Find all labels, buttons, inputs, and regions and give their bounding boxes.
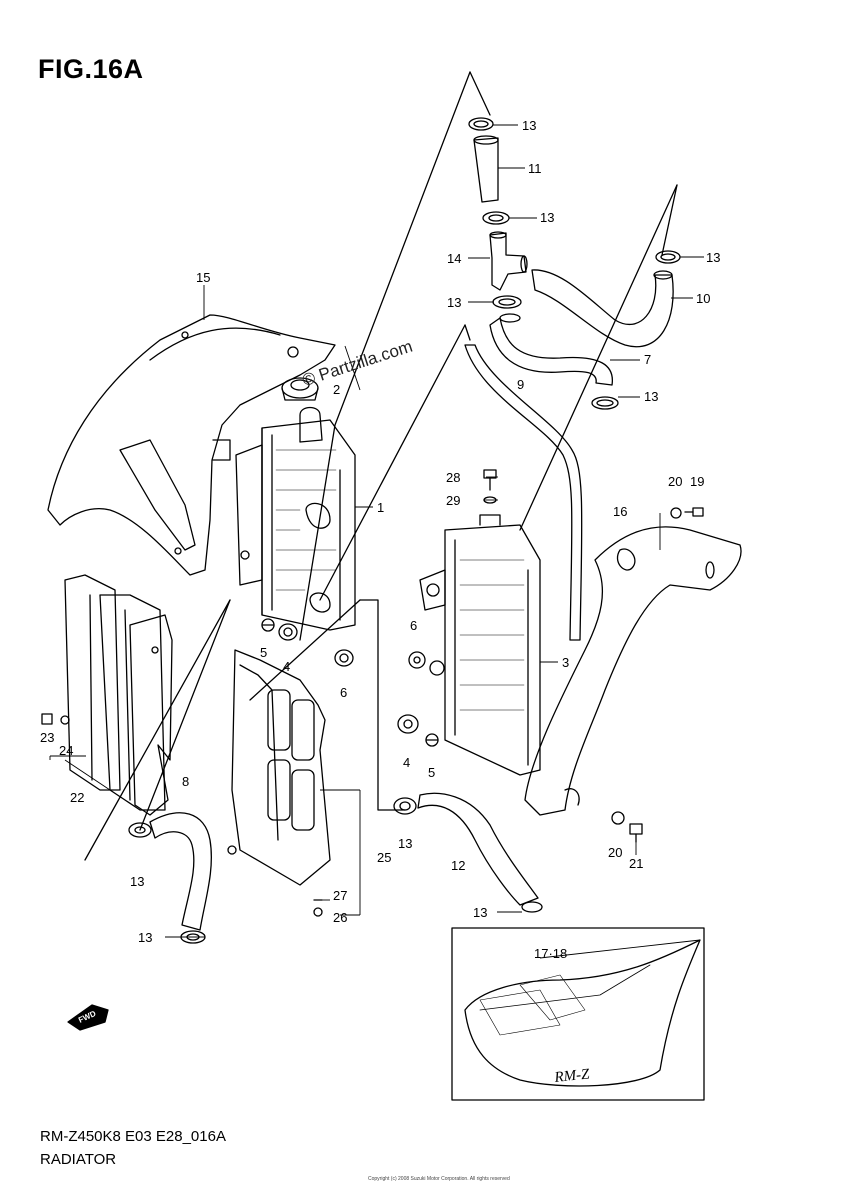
bolt-5-right	[425, 733, 439, 747]
bolt-19	[684, 507, 704, 517]
callout-13: 13	[522, 118, 536, 133]
callout-19: 19	[690, 474, 704, 489]
lower-left-hose	[149, 812, 213, 931]
decal-inset-box	[451, 927, 705, 1101]
callout-9: 9	[517, 377, 524, 392]
callout-8: 8	[182, 774, 189, 789]
callout-3: 3	[562, 655, 569, 670]
figure-title: FIG.16A	[38, 54, 144, 84]
left-radiator-1	[235, 406, 356, 631]
callout-4: 4	[403, 755, 410, 770]
hose-clamp-right	[655, 250, 681, 264]
callout-5: 5	[428, 765, 435, 780]
washer-20-bottom	[611, 811, 625, 825]
callout-1: 1	[377, 500, 384, 515]
callout-11: 11	[528, 161, 542, 176]
section-name: RADIATOR	[40, 1151, 117, 1168]
hose-clamp-upper-mid	[482, 211, 510, 225]
bolt-5-left	[261, 618, 275, 632]
callout-24: 24	[59, 743, 73, 758]
hose-clamp-12-bottom	[521, 901, 543, 913]
callout-15: 15	[196, 270, 210, 285]
hose-clamp-12-top	[393, 797, 417, 815]
grommet-6-right	[408, 651, 426, 669]
callout-14: 14	[447, 251, 461, 266]
collar-4-right	[397, 714, 419, 734]
bolt-21	[629, 823, 643, 843]
callout-4: 4	[283, 659, 290, 674]
callout-13: 13	[706, 250, 720, 265]
callout-13: 13	[138, 930, 152, 945]
callout-28: 28	[446, 470, 460, 485]
model-code: RM-Z450K8 E03 E28_016A	[40, 1128, 226, 1145]
hose-clamp-7	[591, 396, 619, 410]
callout-13: 13	[644, 389, 658, 404]
grommet-6-left	[334, 649, 354, 667]
callout-26: 26	[333, 910, 347, 925]
radiator-guard-25	[227, 649, 331, 886]
hose-clamp-lower-mid	[492, 295, 522, 309]
callout-12: 12	[451, 858, 465, 873]
callout-13: 13	[540, 210, 554, 225]
callout-13: 13	[398, 836, 412, 851]
callout-16: 16	[613, 504, 627, 519]
callout-23: 23	[40, 730, 54, 745]
radiator-cap-2	[281, 377, 319, 401]
t-joint-14	[489, 231, 528, 291]
decal-logo-text: RM-Z	[553, 1066, 591, 1086]
callout-29: 29	[446, 493, 460, 508]
callout-5: 5	[260, 645, 267, 660]
washer-20-top	[670, 507, 682, 519]
callout-20: 20	[668, 474, 682, 489]
left-shroud-15	[47, 314, 336, 576]
callout-2: 2	[333, 382, 340, 397]
callout-6: 6	[410, 618, 417, 633]
inset-label: 17·18	[534, 946, 567, 961]
callout-27: 27	[333, 888, 347, 903]
callout-13: 13	[473, 905, 487, 920]
collar-4-left	[278, 623, 298, 641]
radiator-louver-8	[129, 614, 173, 816]
leader-lines	[49, 124, 704, 959]
screw-23	[41, 713, 70, 725]
callout-10: 10	[696, 291, 710, 306]
radiator-louver-22	[64, 574, 121, 791]
fastener-26	[313, 899, 323, 917]
right-shroud-16	[524, 526, 742, 816]
hose-9	[464, 344, 583, 641]
hose-clamp-left-top	[128, 822, 152, 838]
callout-labels: 13 11 13 14 13 10 13 7 13 15 2 9 1 28 29…	[40, 118, 720, 1086]
callout-13: 13	[130, 874, 144, 889]
forward-arrow	[67, 1004, 109, 1031]
hose-clamp-top	[468, 117, 494, 131]
callout-13: 13	[447, 295, 461, 310]
hose-7	[489, 313, 613, 386]
hose-10	[531, 269, 674, 348]
copyright-notice: Copyright (c) 2008 Suzuki Motor Corporat…	[368, 1176, 510, 1182]
callout-21: 21	[629, 856, 643, 871]
reference-lines	[84, 71, 678, 861]
lower-hose-12	[417, 792, 539, 906]
upper-hose-11	[473, 135, 499, 203]
callout-20: 20	[608, 845, 622, 860]
bolt-28	[483, 469, 497, 491]
callout-25: 25	[377, 850, 391, 865]
callout-7: 7	[644, 352, 651, 367]
callout-22: 22	[70, 790, 84, 805]
right-radiator-3	[419, 514, 541, 776]
callout-6: 6	[340, 685, 347, 700]
